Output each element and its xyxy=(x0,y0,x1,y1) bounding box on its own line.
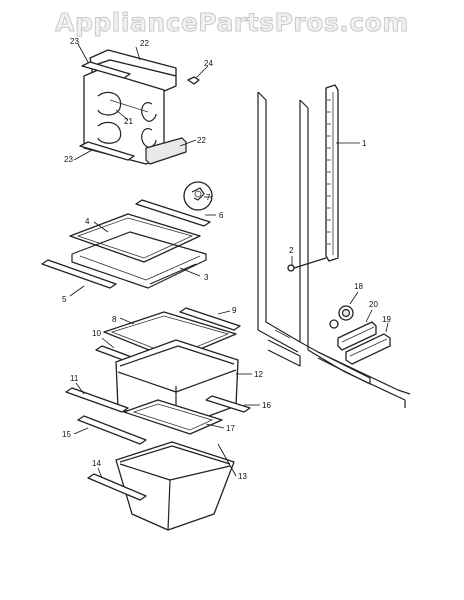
callout-20: 20 xyxy=(369,300,378,309)
part-23-upper-trim xyxy=(81,61,131,79)
part-15-drawer-rail xyxy=(77,415,147,445)
callout-5: 5 xyxy=(62,295,67,304)
callout-17: 17 xyxy=(226,424,235,433)
part-13-lower-bin xyxy=(115,441,235,531)
part-6-shelf-trim xyxy=(135,199,211,227)
callout-22-lower: 22 xyxy=(197,136,206,145)
callout-14: 14 xyxy=(92,459,101,468)
part-11-drawer-rail xyxy=(65,387,129,413)
callout-7: 7 xyxy=(206,193,211,202)
part-1-shelf-ladder-rail xyxy=(325,84,339,262)
callout-23-lower: 23 xyxy=(64,155,73,164)
callout-11: 11 xyxy=(70,374,79,383)
callout-4: 4 xyxy=(85,217,90,226)
part-22-lower-trim xyxy=(145,137,187,165)
part-4-glass-shelf xyxy=(69,213,201,263)
part-7-detail-inset xyxy=(183,181,213,211)
callout-19: 19 xyxy=(382,315,391,324)
callout-21: 21 xyxy=(124,117,133,126)
callout-16: 16 xyxy=(262,401,271,410)
callout-6: 6 xyxy=(219,211,224,220)
part-19-bracket xyxy=(345,333,391,365)
callout-labels: 1 2 3 4 5 6 7 8 9 10 11 12 13 14 15 16 1… xyxy=(62,37,391,481)
part-18-control-knob xyxy=(329,305,354,329)
part-20-control-housing xyxy=(337,321,377,351)
part-16-drawer-slide xyxy=(205,395,251,413)
part-5-shelf-trim xyxy=(41,259,117,289)
callout-22-upper: 22 xyxy=(140,39,149,48)
callout-13: 13 xyxy=(238,472,247,481)
part-14-bin-rail xyxy=(87,473,147,501)
callout-3: 3 xyxy=(204,273,209,282)
watermark: AppliancePartsPros.com xyxy=(55,8,409,38)
part-17-tray-frame xyxy=(123,399,223,435)
part-24-clip xyxy=(187,76,200,85)
callout-1: 1 xyxy=(362,139,367,148)
part-2-screw xyxy=(287,257,327,272)
callout-9: 9 xyxy=(232,306,237,315)
leader-lines xyxy=(69,43,389,479)
callout-18: 18 xyxy=(354,282,363,291)
part-22-upper-cover xyxy=(89,49,177,93)
callout-24: 24 xyxy=(204,59,213,68)
callout-12: 12 xyxy=(254,370,263,379)
callout-8: 8 xyxy=(112,315,117,324)
part-23-lower-trim xyxy=(79,141,135,161)
part-3-shelf-frame xyxy=(71,231,207,289)
callout-23-upper: 23 xyxy=(70,37,79,46)
callout-2: 2 xyxy=(289,246,294,255)
part-9-trim xyxy=(179,307,241,331)
cabinet-liner xyxy=(257,91,411,408)
callout-15: 15 xyxy=(62,430,71,439)
callout-10: 10 xyxy=(92,329,101,338)
